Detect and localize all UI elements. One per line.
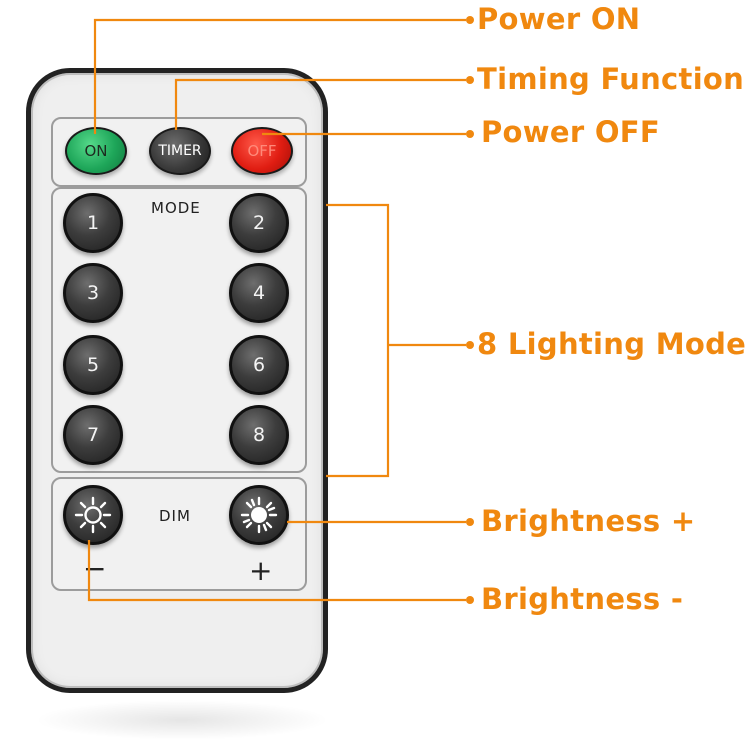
power-panel: ON TIMER OFF bbox=[51, 117, 307, 187]
plus-sign: + bbox=[249, 554, 273, 587]
mode-button-2-label: 2 bbox=[252, 212, 266, 234]
mode-button-7-label: 7 bbox=[86, 424, 100, 446]
timer-button-label: TIMER bbox=[158, 143, 202, 159]
remote-control: ON TIMER OFF MODE 1 2 3 4 5 6 7 8 DIM bbox=[26, 68, 328, 693]
on-button-label: ON bbox=[84, 142, 108, 160]
dim-panel: DIM bbox=[51, 477, 307, 591]
dim-label: DIM bbox=[159, 507, 191, 525]
mode-panel: MODE 1 2 3 4 5 6 7 8 bbox=[51, 187, 307, 473]
mode-button-3-label: 3 bbox=[86, 282, 100, 304]
sun-filled-icon bbox=[240, 496, 278, 534]
mode-bracket-line bbox=[326, 203, 390, 478]
mode-label: MODE bbox=[151, 199, 201, 217]
timing-line bbox=[174, 78, 466, 130]
mode-button-2[interactable]: 2 bbox=[229, 193, 289, 253]
on-button[interactable]: ON bbox=[65, 127, 127, 175]
brightness-down-line bbox=[87, 540, 466, 602]
mode-button-8-label: 8 bbox=[252, 424, 266, 446]
brightness-down-button[interactable] bbox=[63, 485, 123, 545]
power-off-callout: Power OFF bbox=[481, 115, 661, 149]
off-button-label: OFF bbox=[247, 142, 277, 160]
power-on-line bbox=[93, 18, 466, 134]
mode-button-4-label: 4 bbox=[252, 282, 266, 304]
timing-function-callout: Timing Function bbox=[477, 62, 745, 96]
mode-button-5-label: 5 bbox=[86, 354, 100, 376]
timer-button[interactable]: TIMER bbox=[149, 127, 211, 175]
mode-button-3[interactable]: 3 bbox=[63, 263, 123, 323]
mode-button-7[interactable]: 7 bbox=[63, 405, 123, 465]
brightness-up-button[interactable] bbox=[229, 485, 289, 545]
brightness-down-callout: Brightness - bbox=[481, 582, 684, 616]
mode-button-8[interactable]: 8 bbox=[229, 405, 289, 465]
mode-button-6-label: 6 bbox=[252, 354, 266, 376]
mode-button-1-label: 1 bbox=[86, 212, 100, 234]
mode-button-1[interactable]: 1 bbox=[63, 193, 123, 253]
mode-button-6[interactable]: 6 bbox=[229, 335, 289, 395]
mode-button-4[interactable]: 4 bbox=[229, 263, 289, 323]
sun-outline-icon bbox=[74, 496, 112, 534]
lighting-mode-callout: 8 Lighting Mode bbox=[477, 327, 747, 361]
brightness-up-callout: Brightness + bbox=[481, 504, 696, 538]
mode-button-5[interactable]: 5 bbox=[63, 335, 123, 395]
remote-shadow bbox=[34, 700, 330, 740]
power-on-callout: Power ON bbox=[477, 2, 641, 36]
